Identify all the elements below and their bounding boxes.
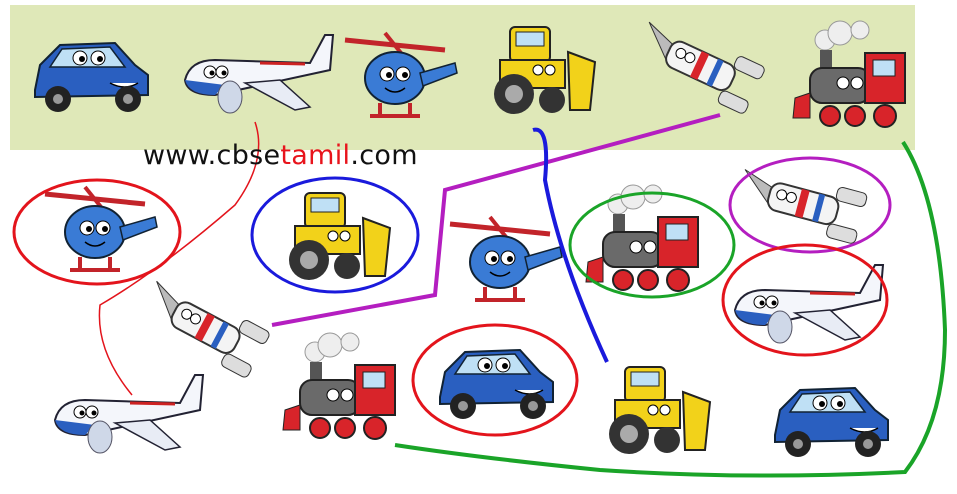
airplane-circled — [733, 263, 885, 345]
band-background — [10, 5, 915, 150]
car — [774, 387, 889, 458]
airplane — [53, 373, 205, 455]
circle-bulldozer — [250, 176, 420, 294]
watermark-prefix: www.cbse — [143, 140, 281, 171]
watermark-url: www.cbsetamil.com — [143, 140, 418, 171]
bulldozer — [608, 366, 711, 455]
train-circled — [585, 184, 699, 292]
rocket — [134, 273, 272, 380]
train — [282, 332, 396, 440]
car-circled — [439, 349, 554, 420]
match-line-bulldozer — [532, 127, 609, 363]
circle-airplane — [721, 243, 889, 357]
bulldozer-circled — [288, 192, 391, 281]
circle-rocket — [728, 156, 892, 254]
helicopter-circled — [45, 187, 157, 270]
circle-train — [568, 191, 736, 299]
watermark-highlight: tamil — [280, 140, 351, 171]
watermark-suffix: .com — [350, 140, 418, 171]
match-line-train — [394, 140, 948, 478]
circle-helicopter — [12, 178, 182, 286]
helicopter — [450, 217, 562, 300]
match-line-airplane — [98, 121, 260, 396]
circle-car — [411, 323, 579, 437]
match-line-rocket — [271, 113, 721, 327]
rocket-circled — [732, 160, 869, 246]
